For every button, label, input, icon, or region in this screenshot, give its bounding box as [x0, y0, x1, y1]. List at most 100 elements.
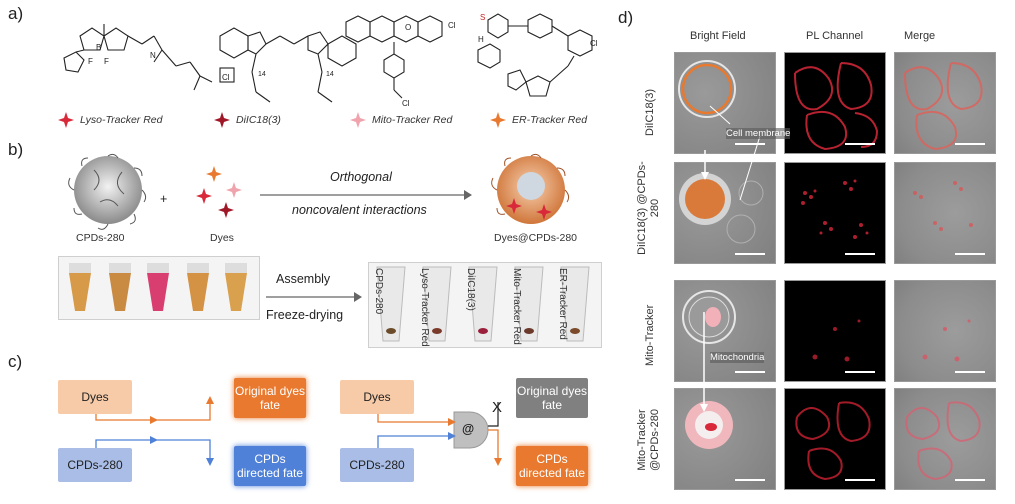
blocked-mark: X [492, 399, 503, 416]
dyes-cluster-icon [196, 166, 242, 218]
diic18-bright-illustration [678, 60, 765, 145]
panel-c-letter: c) [8, 352, 23, 371]
dye-name-mito: Mito-Tracker Red [372, 114, 453, 126]
arrow-label-top: Orthogonal [330, 170, 392, 184]
tube-label-cpds: CPDs-280 [373, 268, 384, 315]
tube-label-er: ER-Tracker Red [557, 268, 568, 340]
annotation-cell-membrane: Cell membrane [726, 128, 791, 139]
diic18-star-icon [214, 112, 230, 128]
gate-symbol: @ [462, 422, 475, 436]
product-label: Dyes@CPDs-280 [494, 232, 578, 244]
tube-label-diic18: DiIC18(3) [465, 268, 476, 311]
image-diic18-cpds-merge [894, 162, 996, 264]
col-head-bright-field: Bright Field [690, 30, 746, 42]
right-original-fate-box: Original dyes fate [516, 378, 588, 418]
image-mito-cpds-merge [894, 388, 996, 490]
image-mito-bright [674, 280, 776, 382]
diic18-merge-illustration [904, 62, 985, 151]
structure-diic18 [219, 27, 357, 103]
chem-label-b: B [96, 43, 101, 52]
panel-d-letter: d) [618, 8, 634, 27]
mito-cpds-bright-illustration [685, 401, 765, 481]
chem-label-o: O [405, 23, 411, 32]
mito-cpds-pl-illustration [795, 401, 875, 481]
chemical-structures: B F F N Cl 14 14 [63, 13, 598, 108]
left-directed-fate-box: CPDs directed fate [234, 446, 306, 486]
left-dyes-box: Dyes [58, 380, 132, 414]
assembly-arrow [266, 292, 362, 302]
mito-cpds-merge-illustration [905, 401, 985, 481]
cpd-label: CPDs-280 [76, 232, 125, 244]
image-mito-merge [894, 280, 996, 382]
orthogonal-arrow [260, 190, 472, 200]
plus-sign: + [160, 192, 168, 206]
chem-label-n: N [150, 51, 156, 60]
image-diic18-merge [894, 52, 996, 154]
image-diic18-pl [784, 52, 886, 154]
mito-bright-illustration [682, 290, 765, 373]
dyes-tube-photo [58, 256, 260, 320]
chem-label-14a: 14 [258, 71, 266, 78]
dried-tubes-photo [368, 262, 602, 348]
chem-label-cl2: Cl [402, 99, 410, 108]
left-cpds-box: CPDs-280 [58, 448, 132, 482]
and-gate-icon [453, 411, 489, 449]
structure-mito-tracker [345, 15, 443, 99]
dye-name-lyso: Lyso-Tracker Red [80, 114, 163, 126]
diic18-pl-illustration [794, 62, 879, 151]
diic18-cpds-merge-illustration [913, 181, 985, 255]
dye-name-diic18: DiIC18(3) [236, 114, 281, 126]
dye-tubes-illustration [69, 263, 247, 311]
annotation-mitochondria: Mitochondria [710, 352, 765, 363]
right-dyes-box: Dyes [340, 380, 414, 414]
freeze-drying-label: Freeze-drying [266, 308, 344, 322]
right-flow-arrows [377, 402, 502, 466]
chem-label-cl: Cl [222, 73, 230, 82]
left-original-fate-box: Original dyes fate [234, 378, 306, 418]
chem-label-f2: F [104, 57, 109, 66]
right-directed-fate-box: CPDs directed fate [516, 446, 588, 486]
assembly-label: Assembly [276, 272, 331, 286]
mito-pl-illustration [812, 319, 875, 373]
row-head-mito: Mito-Tracker [644, 304, 656, 366]
cell-membrane-pointers [701, 105, 761, 201]
chem-label-s: S [480, 13, 485, 22]
tube-label-lyso: Lyso-Tracker Red [419, 268, 430, 347]
image-mito-cpds-bright [674, 388, 776, 490]
image-mito-pl [784, 280, 886, 382]
tube-label-mito: Mito-Tracker Red [511, 268, 522, 345]
structure-lyso-tracker [63, 24, 213, 91]
image-diic18-cpds-pl [784, 162, 886, 264]
dye-name-er: ER-Tracker Red [512, 114, 588, 126]
dyes-label: Dyes [210, 232, 234, 244]
chem-label-h: H [478, 35, 484, 44]
mito-row-arrow [700, 312, 708, 412]
diic18-cpds-pl-illustration [801, 179, 875, 255]
col-head-pl: PL Channel [806, 30, 864, 42]
row-head-mito-cpds: Mito-Tracker @CPDs-280 [636, 409, 661, 471]
mito-star-icon [350, 112, 366, 128]
chem-label-14b: 14 [326, 71, 334, 78]
er-star-icon [490, 112, 506, 128]
image-mito-cpds-pl [784, 388, 886, 490]
col-head-merge: Merge [904, 30, 936, 42]
lyso-star-icon [58, 112, 74, 128]
image-diic18-cpds-bright [674, 162, 776, 264]
left-flow-arrows [95, 396, 214, 466]
product-sphere-illustration [491, 153, 570, 224]
chem-label-cl3: Cl [448, 21, 456, 30]
mito-merge-illustration [922, 319, 985, 373]
structure-er-tracker [477, 13, 593, 97]
row-head-diic18: DiIC18(3) [644, 88, 656, 136]
row-head-diic18-cpds: DiIC18(3) @CPDs-280 [636, 161, 661, 255]
dried-tubes-illustration [376, 266, 590, 342]
chem-label-f1: F [88, 57, 93, 66]
cpd-sphere-illustration [68, 153, 147, 230]
panel-a-letter: a) [8, 4, 24, 23]
panel-b-letter: b) [8, 140, 24, 159]
arrow-label-bottom: noncovalent interactions [292, 203, 427, 217]
diic18-cpds-bright-illustration [679, 173, 765, 255]
right-cpds-box: CPDs-280 [340, 448, 414, 482]
chem-label-cl4: Cl [590, 39, 598, 48]
